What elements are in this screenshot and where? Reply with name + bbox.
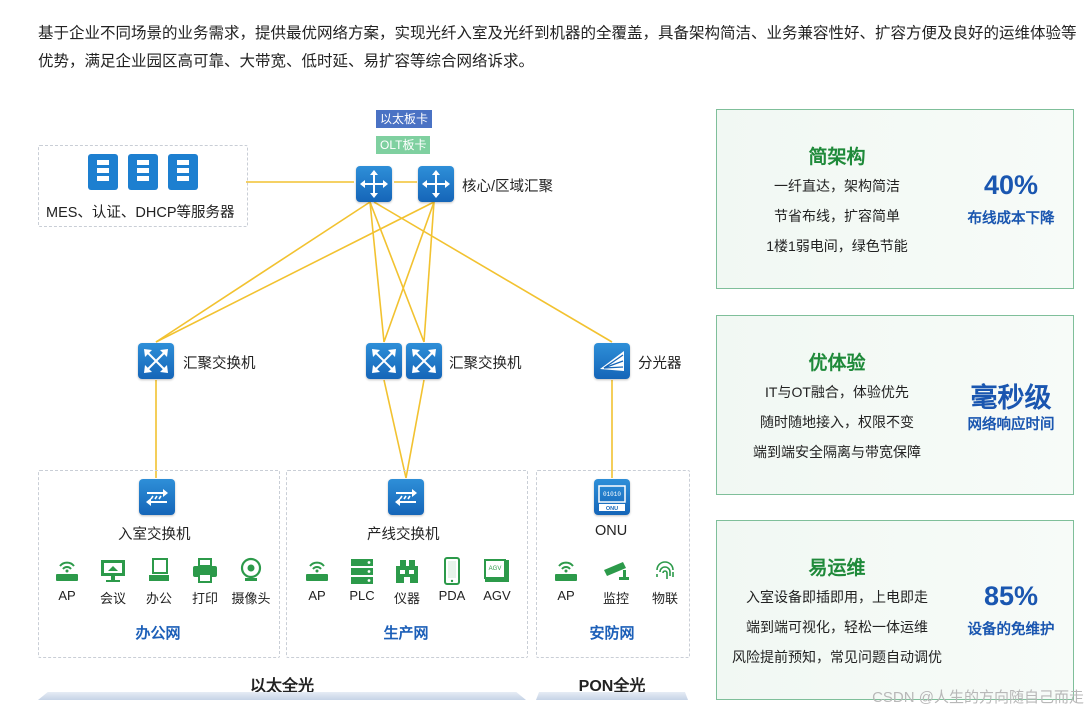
splitter-label: 分光器 xyxy=(638,356,682,372)
agg-switch-left-icon xyxy=(138,343,174,379)
production-device-ap: AP xyxy=(295,556,339,603)
office-switch-icon xyxy=(139,479,175,515)
office-device-print: 打印 xyxy=(183,556,227,607)
onu-label: ONU xyxy=(595,523,628,539)
pda-icon xyxy=(444,557,460,585)
panel-metric-caption: 网络响应时间 xyxy=(967,417,1055,433)
panel-line: 风险提前预知，常见问题自动调优 xyxy=(732,649,942,665)
onu-icon-text: ONU xyxy=(606,506,618,512)
panel-metric: 40% xyxy=(983,170,1039,200)
server-icon xyxy=(88,154,198,190)
instrument-icon xyxy=(396,560,418,583)
production-device-instrument: 仪器 xyxy=(385,556,429,607)
server-group-box xyxy=(38,145,248,227)
tag-ethernet-card: 以太板卡 xyxy=(376,110,433,128)
wifi-ap-icon xyxy=(555,561,577,581)
watermark: CSDN @人生的方向随自己而走 xyxy=(872,689,1084,706)
production-network-box xyxy=(286,470,528,658)
security-device-ap: AP xyxy=(544,556,588,603)
production-device-agv: AGV AGV xyxy=(475,556,519,603)
agg-switch-mid-a-icon xyxy=(366,343,402,379)
panel-line: 随时随地接入，权限不变 xyxy=(760,414,914,430)
agv-icon: AGV xyxy=(484,559,509,582)
wifi-ap-icon xyxy=(306,561,328,581)
panel-title: 简架构 xyxy=(808,147,866,168)
production-device-plc: PLC xyxy=(340,556,384,603)
panel-metric-caption: 设备的免维护 xyxy=(967,622,1055,638)
band-pon-all-optical: PON全光 xyxy=(578,678,646,695)
agg-switch-mid-b-icon xyxy=(406,343,442,379)
server-label: MES、认证、DHCP等服务器 xyxy=(46,205,235,221)
tag-olt-card: OLT板卡 xyxy=(376,136,431,154)
office-pc-icon xyxy=(149,558,169,581)
fingerprint-icon xyxy=(656,561,674,579)
panel-metric: 毫秒级 xyxy=(970,383,1052,413)
agg-left-label: 汇聚交换机 xyxy=(183,356,256,372)
onu-binary-text: 01010 xyxy=(603,491,621,498)
server-icons xyxy=(86,152,200,197)
panel-line: 入室设备即插即用，上电即走 xyxy=(746,589,928,605)
panel-metric-caption: 布线成本下降 xyxy=(967,211,1055,227)
office-device-meeting: 会议 xyxy=(91,556,135,607)
security-device-cctv: 监控 xyxy=(594,556,638,607)
core-label: 核心/区域汇聚 xyxy=(462,179,554,195)
splitter-icon xyxy=(594,343,630,379)
panel-line: IT与OT融合，体验优先 xyxy=(765,384,909,400)
panel-title: 易运维 xyxy=(808,558,866,579)
office-device-ap: AP xyxy=(45,556,89,603)
agv-icon-text: AGV xyxy=(489,566,502,572)
office-switch-label: 入室交换机 xyxy=(118,527,191,543)
office-device-office: 办公 xyxy=(137,556,181,607)
feature-panel-easy-maintenance: 易运维 入室设备即插即用，上电即走 端到端可视化，轻松一体运维 风险提前预知，常… xyxy=(716,520,1074,700)
security-device-iot: 物联 xyxy=(643,556,687,607)
security-network-name: 安防网 xyxy=(589,625,635,642)
panel-line: 一纤直达，架构简洁 xyxy=(774,178,900,194)
panel-metric: 85% xyxy=(983,581,1039,611)
plc-icon xyxy=(351,559,373,584)
feature-panel-simple-architecture: 简架构 一纤直达，架构简洁 节省布线，扩容简单 1楼1弱电间，绿色节能 40% … xyxy=(716,109,1074,289)
panel-line: 端到端可视化，轻松一体运维 xyxy=(746,619,928,635)
core-switch-left-icon xyxy=(356,166,392,202)
cctv-camera-icon xyxy=(604,562,629,580)
band-ethernet-all-optical: 以太全光 xyxy=(249,678,314,695)
panel-line: 端到端安全隔离与带宽保障 xyxy=(753,444,921,460)
meeting-screen-icon xyxy=(101,560,125,582)
panel-line: 1楼1弱电间，绿色节能 xyxy=(766,238,908,254)
office-network-box xyxy=(38,470,280,658)
feature-panel-better-experience: 优体验 IT与OT融合，体验优先 随时随地接入，权限不变 端到端安全隔离与带宽保… xyxy=(716,315,1074,495)
intro-text: 基于企业不同场景的业务需求，提供最优网络方案，实现光纤入室及光纤到机器的全覆盖，… xyxy=(38,25,1077,70)
printer-icon xyxy=(193,558,217,583)
panel-line: 节省布线，扩容简单 xyxy=(774,208,900,224)
production-switch-icon xyxy=(388,479,424,515)
webcam-icon xyxy=(240,557,262,581)
security-network-box xyxy=(536,470,690,658)
band-pon-bar xyxy=(536,692,688,700)
production-network-name: 生产网 xyxy=(383,625,429,642)
production-device-pda: PDA xyxy=(430,556,474,603)
office-device-camera: 摄像头 xyxy=(229,556,273,607)
agg-mid-label: 汇聚交换机 xyxy=(449,356,522,372)
core-switch-right-icon xyxy=(418,166,454,202)
panel-title: 优体验 xyxy=(808,353,866,374)
production-switch-label: 产线交换机 xyxy=(367,527,440,543)
office-network-name: 办公网 xyxy=(135,625,181,642)
band-ethernet-bar xyxy=(38,692,526,700)
wifi-ap-icon xyxy=(56,561,78,581)
